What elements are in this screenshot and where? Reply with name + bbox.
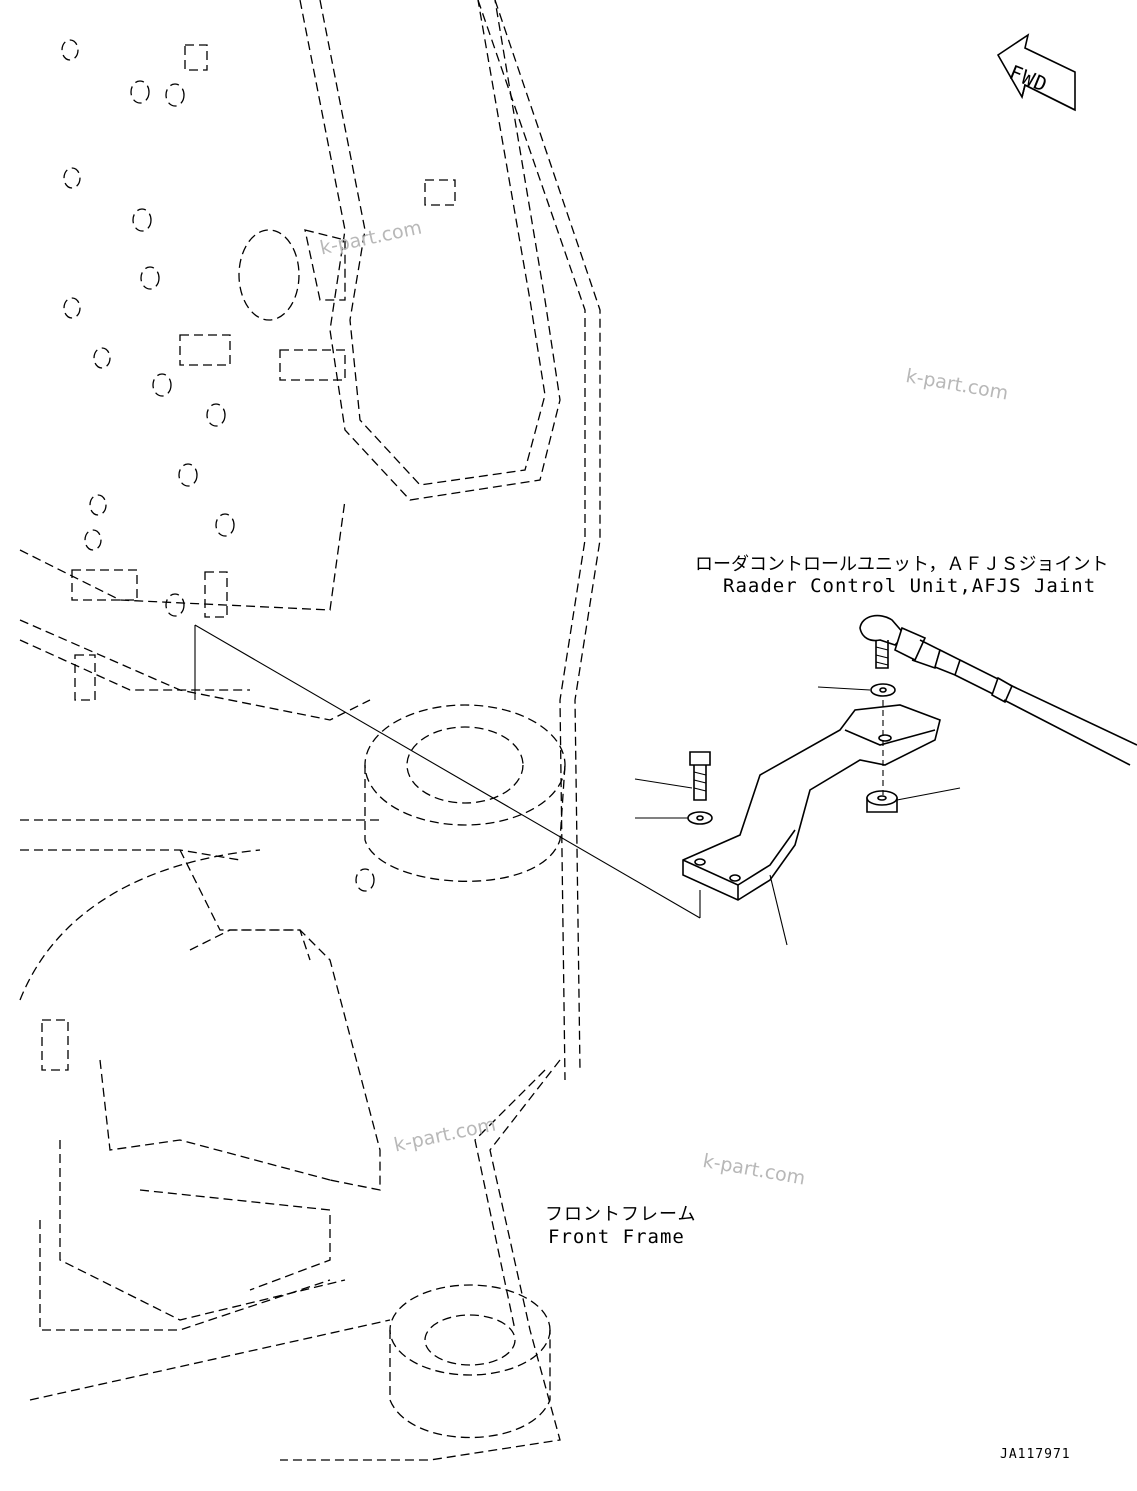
loader-control-label-jp: ローダコントロールユニット，ＡＦＪＳジョイント — [695, 554, 1109, 575]
frame-bosses — [41, 39, 456, 1071]
front-frame-label-en: Front Frame — [548, 1226, 685, 1248]
mount-leader-lines — [194, 624, 701, 919]
fwd-arrow-icon — [996, 33, 1076, 112]
front-frame-label-jp: フロントフレーム — [545, 1204, 697, 1225]
center-pivot-boss — [238, 229, 566, 882]
afjs-joint — [859, 614, 1137, 766]
front-frame-outline — [19, 0, 601, 1461]
loader-control-label-en: Raader Control Unit,AFJS Jaint — [723, 575, 1097, 597]
bracket-part — [682, 704, 941, 946]
drawing-number: JA117971 — [1000, 1447, 1071, 1462]
fastener-parts — [634, 683, 961, 825]
lower-pivot-boss — [389, 1284, 551, 1439]
